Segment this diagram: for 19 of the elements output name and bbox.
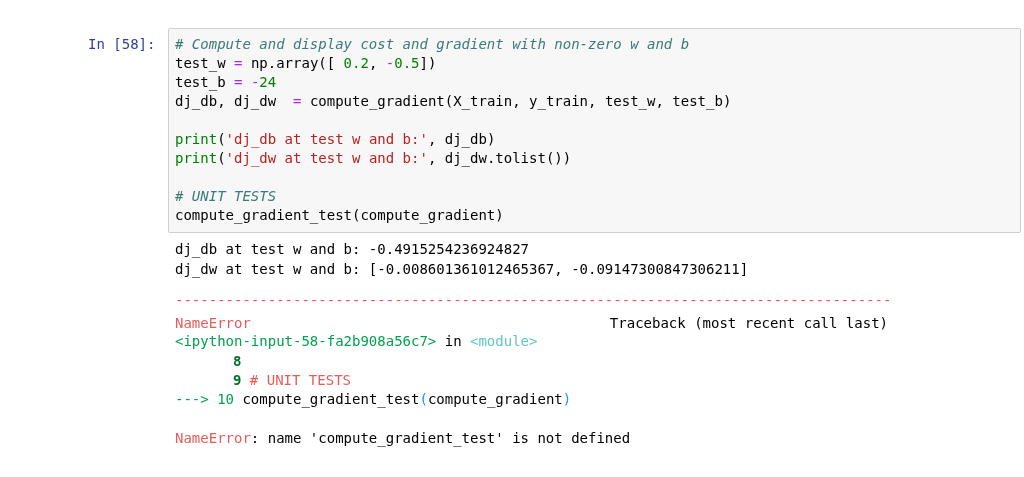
code-line: test_w = np.array([ 0.2, -0.5]) [175,55,437,72]
code-line: test_b = -24 [175,74,277,91]
traceback-line: 9 # UNIT TESTS [233,372,351,389]
code-line: print('dj_db at test w and b:', dj_db) [175,131,496,148]
traceback-header: Traceback (most recent call last) [609,315,888,332]
separator-text: ------------------------------------------------------------------------------------- [175,292,892,309]
cell-prompt: In [58]: [88,36,156,53]
output-text: dj_dw at test w and b: [-0.008601361012465367, -0.09147300847306211] [175,261,749,278]
code-comment: # Compute and display cost and gradient with non-zero w and b [175,36,690,53]
error-message: NameError: name 'compute_gradient_test' is not defined [175,430,631,447]
code-comment: # UNIT TESTS [175,188,277,205]
traceback-line: ---> 10 compute_gradient_test(compute_gradient) [175,391,572,408]
error-name: NameError [175,315,251,332]
code-line: dj_db, dj_dw = compute_gradient(X_train, y_train, test_w, test_b) [175,93,732,110]
traceback-location: <ipython-input-58-fa2b908a56c7> in <module> [175,333,538,350]
code-line: compute_gradient_test(compute_gradient) [175,207,504,224]
line-number: 8 [233,353,242,370]
code-cell [168,28,1021,233]
code-line: print('dj_dw at test w and b:', dj_dw.tolist()) [175,150,572,167]
